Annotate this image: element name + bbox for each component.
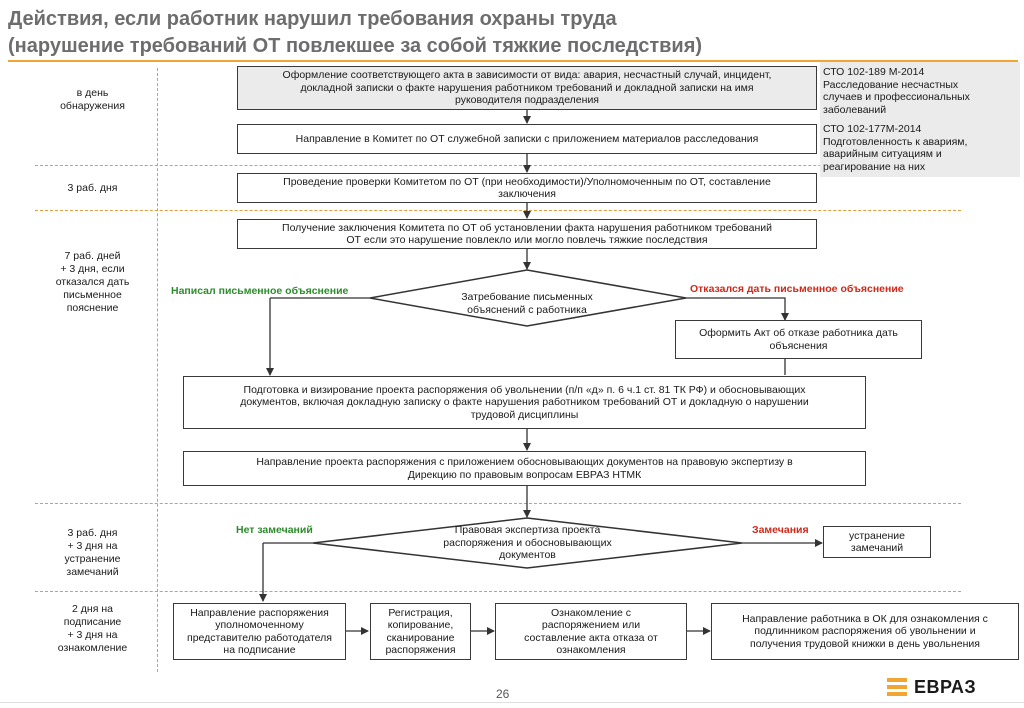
step-check: Проведение проверки Комитетом по ОТ (при… — [237, 173, 817, 203]
step-refusal-act: Оформить Акт об отказе работника дать об… — [675, 320, 922, 359]
stage-column-divider — [157, 68, 158, 672]
step-legal-send: Направление проекта распоряжения с прило… — [183, 451, 866, 486]
page-subtitle: (нарушение требований ОТ повлекшее за со… — [8, 35, 703, 57]
step-conclusion: Получение заключения Комитета по ОТ об у… — [237, 219, 817, 249]
step-draft-order: Подготовка и визирование проекта распоря… — [183, 376, 866, 429]
bottom-rule — [0, 702, 1024, 703]
branch-no-remarks-label: Нет замечаний — [236, 524, 313, 536]
page-number: 26 — [496, 687, 510, 701]
stage-label: 7 раб. дней + 3 дня, если отказался дать… — [55, 250, 130, 314]
logo-text: ЕВРАЗ — [914, 676, 977, 697]
step-hr: Направление работника в ОК для ознакомле… — [711, 603, 1019, 660]
step-demand-explanation: Затребование письменных объяснений с раб… — [461, 291, 593, 316]
branch-refused-label: Отказался дать письменное объяснение — [690, 283, 904, 295]
branch-remarks-label: Замечания — [752, 524, 809, 536]
title-rule — [8, 60, 1018, 62]
standard-note: СТО 102-177М-2014 Подготовленность к ава… — [823, 123, 968, 173]
stage-separator — [35, 591, 961, 592]
step-legal-review: Правовая экспертиза проекта распоряжения… — [443, 524, 612, 561]
step-sign: Направление распоряжения уполномоченному… — [173, 603, 346, 660]
step-acquaint: Ознакомление с распоряжением или составл… — [495, 603, 687, 660]
step-register: Регистрация, копирование, сканирование р… — [370, 603, 471, 660]
stage-separator — [35, 210, 961, 211]
stage-separator — [35, 503, 961, 504]
stage-label: 2 дня на подписание + 3 дня на ознакомле… — [57, 603, 128, 654]
logo-mark-icon — [887, 678, 907, 696]
stage-separator — [35, 165, 961, 166]
standards-notes-panel — [820, 62, 1020, 177]
stage-label: в день обнаружения — [60, 87, 125, 112]
evraz-logo: ЕВРАЗ — [887, 676, 1017, 698]
stage-label: 3 раб. дня + 3 дня на устранение замечан… — [64, 527, 121, 578]
step-committee-memo: Направление в Комитет по ОТ служебной за… — [237, 124, 817, 154]
standard-note: СТО 102-189 М-2014 Расследование несчаст… — [823, 66, 970, 116]
step-act: Оформление соответствующего акта в завис… — [237, 66, 817, 110]
branch-wrote-label: Написал письменное объяснение — [171, 285, 349, 297]
step-fix-remarks: устранение замечаний — [823, 526, 931, 558]
stage-label: 3 раб. дня — [67, 182, 118, 194]
page-title: Действия, если работник нарушил требован… — [8, 8, 617, 30]
